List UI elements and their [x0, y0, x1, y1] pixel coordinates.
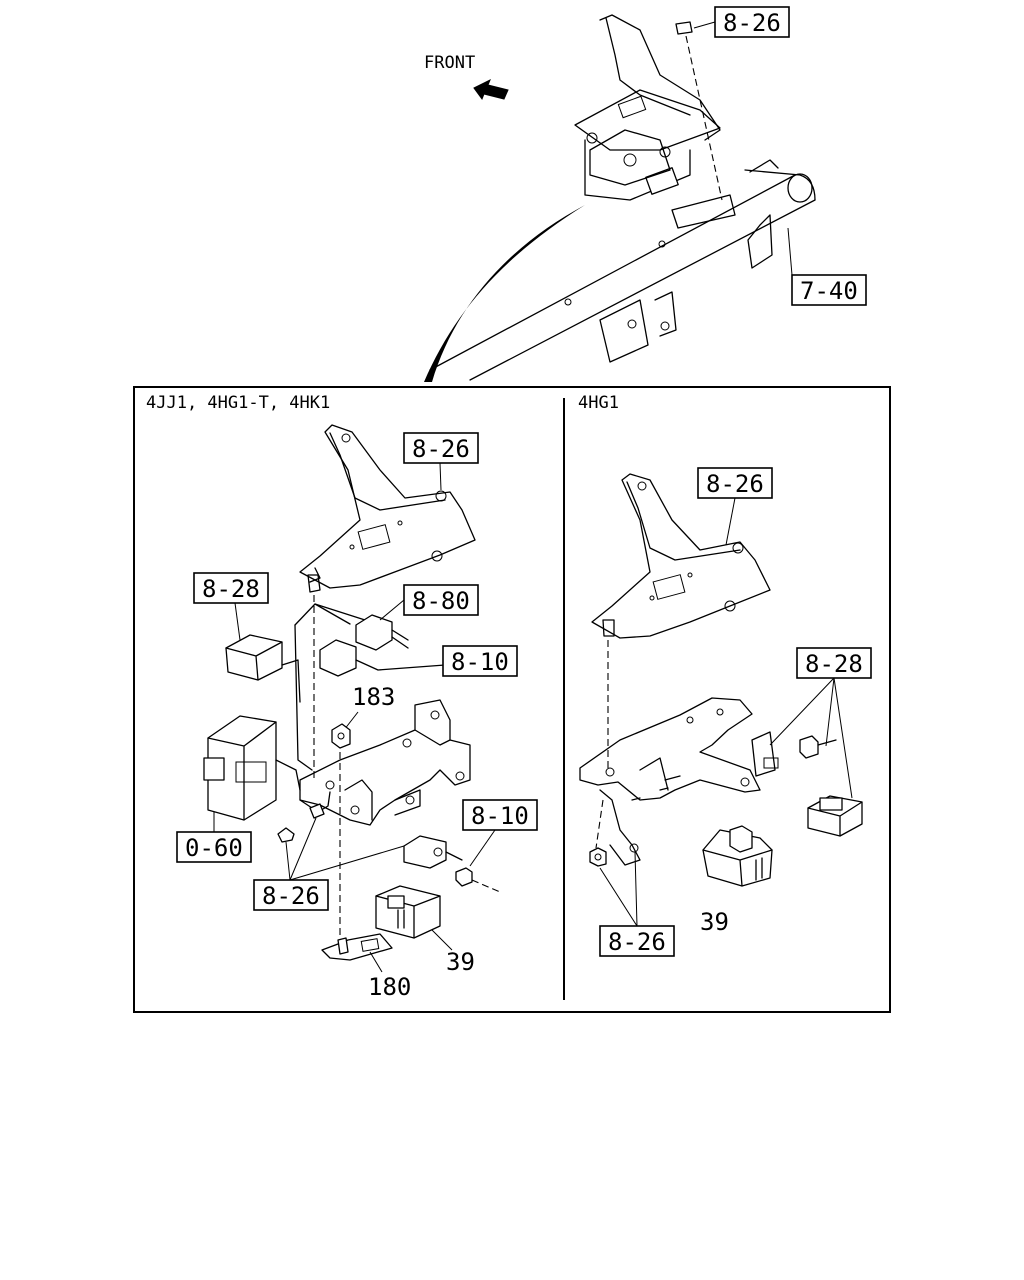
ref-left-plate: 180: [368, 973, 411, 1001]
detail-frame: [133, 386, 891, 1013]
ref-box-8-26-top: [714, 6, 790, 38]
right-cover: [702, 825, 773, 887]
ref-box-left-bolts: [253, 879, 329, 911]
ref-box-left-connector-lower: [442, 645, 518, 677]
left-bolt-a: [277, 827, 295, 843]
ref-left-connector-upper: 8-80: [412, 587, 470, 615]
right-relay-bolt: [799, 735, 819, 759]
panel-left: 4JJ1, 4HG1-T, 4HK1 8-26 8-28: [146, 393, 538, 1001]
left-connector-lower: [319, 639, 357, 677]
left-mount-bracket: [299, 699, 471, 826]
left-connector-upper: [355, 614, 393, 651]
ref-7-40: 7-40: [800, 277, 858, 305]
ref-left-nut: 183: [352, 683, 395, 711]
right-relay: [807, 795, 863, 837]
left-bracket: [299, 424, 476, 780]
ref-box-left-connector-right: [462, 799, 538, 831]
left-connector-right: [403, 835, 447, 869]
panel-right: 4HG1 8-26: [578, 393, 872, 957]
panel-left-header: 4JJ1, 4HG1-T, 4HK1: [146, 393, 330, 413]
right-mount-bracket: [579, 697, 761, 866]
ref-box-left-connector-upper: [403, 584, 479, 616]
ref-box-right-bolt: [599, 925, 675, 957]
top-assembly: FRONT: [424, 6, 867, 382]
ref-left-connector-lower: 8-10: [451, 648, 509, 676]
cross-beam: [429, 159, 816, 381]
ref-box-7-40: [791, 274, 867, 306]
ref-left-relay: 8-28: [202, 575, 260, 603]
left-bolt-b: [309, 803, 325, 819]
ref-left-bracket: 8-26: [412, 435, 470, 463]
left-nut: [331, 723, 351, 749]
right-bracket: [591, 473, 771, 770]
ref-8-26-top: 8-26: [723, 9, 781, 37]
ref-right-relay: 8-28: [805, 650, 863, 678]
ref-box-left-relay: [193, 572, 269, 604]
ref-box-left-module: [176, 831, 252, 863]
panel-right-header: 4HG1: [578, 393, 619, 413]
ref-left-connector-right: 8-10: [471, 802, 529, 830]
left-cover: [375, 885, 441, 939]
front-label: FRONT: [424, 53, 475, 73]
ref-left-module: 0-60: [185, 834, 243, 862]
right-nut: [589, 847, 607, 867]
ref-right-cover: 39: [700, 908, 729, 936]
left-relay: [225, 634, 283, 681]
front-arrow-icon: [473, 78, 509, 101]
ref-right-bolt: 8-26: [608, 928, 666, 956]
detail-leader-curve: [424, 205, 585, 382]
ref-box-left-bracket: [403, 432, 479, 464]
ref-right-bracket: 8-26: [706, 470, 764, 498]
top-bracket: [574, 14, 723, 201]
left-module: [203, 715, 301, 821]
left-plate: [321, 933, 393, 961]
ref-left-bolts: 8-26: [262, 882, 320, 910]
ref-left-cover: 39: [446, 948, 475, 976]
